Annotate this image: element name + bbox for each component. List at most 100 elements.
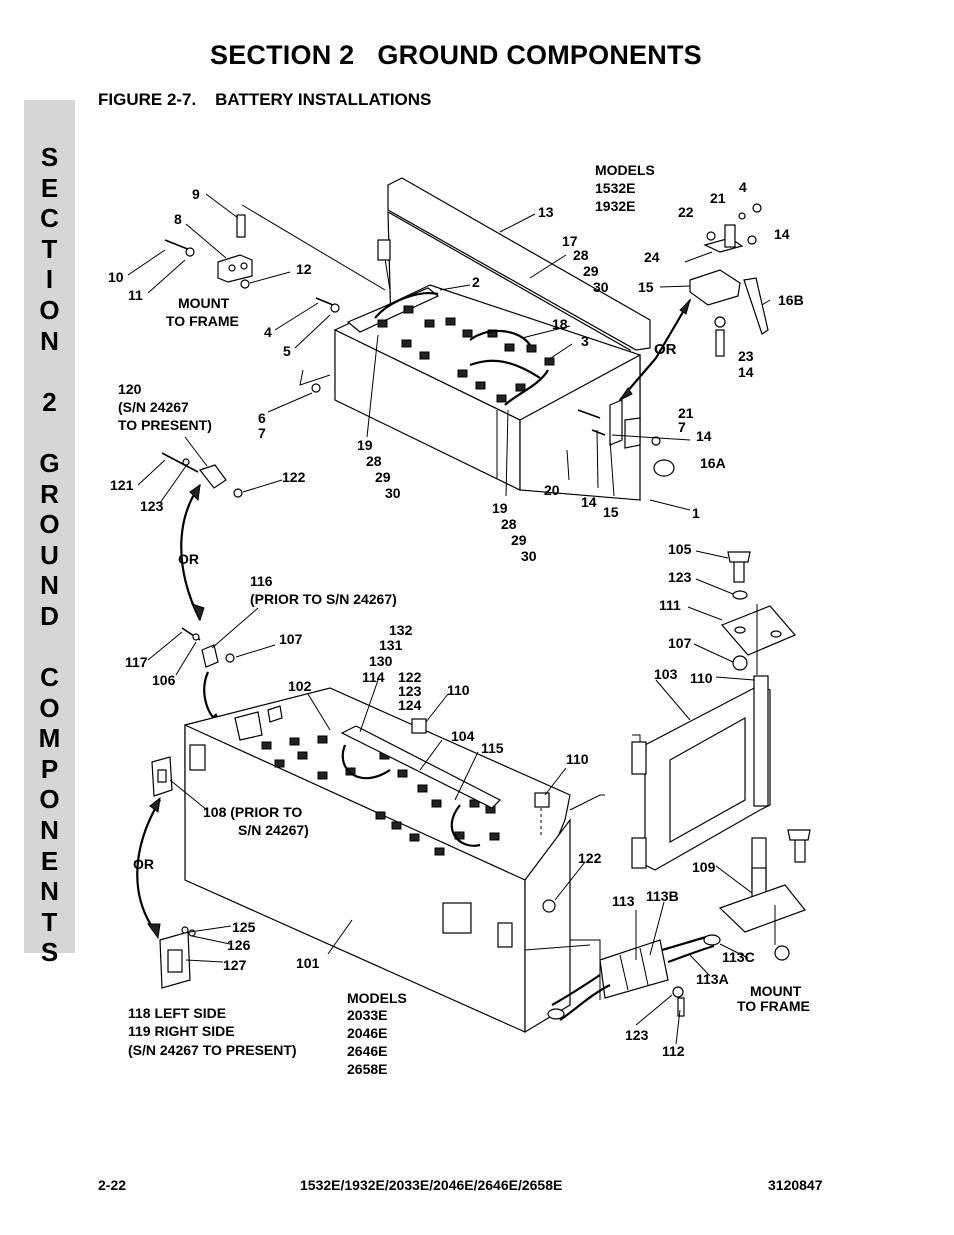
label-113b: 113B — [646, 888, 679, 904]
label-1: 1 — [692, 505, 700, 521]
label-15a: 15 — [638, 279, 654, 295]
label-106: 106 — [152, 672, 176, 688]
label-114: 114 — [362, 669, 385, 685]
label-105: 105 — [668, 541, 692, 557]
label-7b: 7 — [678, 419, 686, 435]
label-14d: 14 — [581, 494, 597, 510]
label-28c: 28 — [501, 516, 517, 532]
label-123b: 123 — [668, 569, 692, 585]
label-118-sn: (S/N 24267 TO PRESENT) — [128, 1042, 297, 1058]
label-7a: 7 — [258, 425, 266, 441]
label-models-a-3: 1932E — [595, 198, 635, 214]
label-14a: 14 — [774, 226, 790, 242]
label-130: 130 — [369, 653, 393, 669]
label-models-b-5: 2658E — [347, 1061, 387, 1077]
label-21b: 21 — [678, 405, 694, 421]
label-116-prior: (PRIOR TO S/N 24267) — [250, 591, 397, 607]
label-121: 121 — [110, 477, 134, 493]
label-101: 101 — [296, 955, 320, 971]
label-24: 24 — [644, 249, 660, 265]
label-29b: 29 — [375, 469, 391, 485]
callout-labels: 9 8 10 11 12 MOUNT TO FRAME 4 5 13 2 MOD… — [108, 162, 810, 1077]
label-16b: 16B — [778, 292, 804, 308]
lower-battery-box — [136, 550, 811, 1045]
label-4a: 4 — [264, 324, 272, 340]
label-14c: 14 — [696, 428, 712, 444]
label-29c: 29 — [511, 532, 527, 548]
label-107a: 107 — [668, 635, 692, 651]
label-mount-to-frame-2: TO FRAME — [166, 313, 239, 329]
label-3: 3 — [581, 333, 589, 349]
label-mount-to-frame-1: MOUNT — [178, 295, 230, 311]
label-117: 117 — [125, 654, 148, 670]
label-28b: 28 — [366, 453, 382, 469]
label-20: 20 — [544, 482, 560, 498]
label-mount-to-frame-b-1: MOUNT — [750, 983, 802, 999]
label-or-b: OR — [178, 551, 199, 567]
label-10: 10 — [108, 269, 124, 285]
section-side-tab: S E C T I O N 2 G R O U N D C O M P O N … — [24, 100, 75, 967]
side-tab-text: S E C T I O N 2 G R O U N D C O M P O N … — [38, 142, 61, 968]
label-112: 112 — [662, 1043, 685, 1059]
label-mount-to-frame-b-2: TO FRAME — [737, 998, 810, 1014]
label-104: 104 — [451, 728, 475, 744]
figure-title: FIGURE 2-7. BATTERY INSTALLATIONS — [98, 90, 432, 109]
label-30a: 30 — [593, 279, 609, 295]
label-or-a: OR — [654, 341, 677, 358]
label-models-b-3: 2046E — [347, 1025, 387, 1041]
label-5: 5 — [283, 343, 291, 359]
label-models-b-2: 2033E — [347, 1007, 387, 1023]
footer-page-number: 2-22 — [98, 1177, 127, 1193]
label-11: 11 — [128, 287, 143, 303]
label-19a: 19 — [357, 437, 373, 453]
upper-battery-box — [127, 177, 771, 511]
label-124: 124 — [398, 697, 422, 713]
label-models-a-2: 1532E — [595, 180, 635, 196]
label-125: 125 — [232, 919, 256, 935]
label-110a: 110 — [447, 682, 470, 698]
label-models-b-1: MODELS — [347, 990, 407, 1006]
label-122b: 122 — [398, 669, 422, 685]
label-107b: 107 — [279, 631, 303, 647]
label-13: 13 — [538, 204, 554, 220]
label-113c: 113C — [722, 949, 755, 965]
label-models-a-1: MODELS — [595, 162, 655, 178]
label-108-1: 108 (PRIOR TO — [203, 804, 302, 820]
footer-models: 1532E/1932E/2033E/2046E/2646E/2658E — [300, 1177, 563, 1193]
label-22: 22 — [678, 204, 694, 220]
label-9: 9 — [192, 186, 200, 202]
label-122c: 122 — [578, 850, 602, 866]
battery-posts — [377, 305, 555, 403]
label-29a: 29 — [583, 263, 599, 279]
label-115: 115 — [481, 740, 504, 756]
label-19b: 19 — [492, 500, 508, 516]
label-123a: 123 — [140, 498, 164, 514]
label-110b: 110 — [690, 670, 713, 686]
label-30b: 30 — [385, 485, 401, 501]
label-116: 116 — [250, 573, 273, 589]
label-113a: 113A — [696, 971, 729, 987]
lower-battery-posts — [261, 735, 500, 856]
label-113: 113 — [612, 893, 635, 909]
label-14b: 14 — [738, 364, 754, 380]
label-108-2: S/N 24267) — [238, 822, 309, 838]
label-15b: 15 — [603, 504, 619, 520]
label-132: 132 — [389, 622, 413, 638]
label-120-present: TO PRESENT) — [118, 417, 212, 433]
label-131: 131 — [379, 637, 403, 653]
label-2: 2 — [472, 274, 480, 290]
label-6: 6 — [258, 410, 266, 426]
label-17: 17 — [562, 233, 578, 249]
label-110c: 110 — [566, 751, 589, 767]
label-120: 120 — [118, 381, 142, 397]
label-127: 127 — [223, 957, 247, 973]
label-16a: 16A — [700, 455, 726, 471]
label-119: 119 RIGHT SIDE — [128, 1023, 235, 1039]
label-models-b-4: 2646E — [347, 1043, 387, 1059]
label-118: 118 LEFT SIDE — [128, 1005, 226, 1021]
label-or-c: OR — [133, 856, 154, 872]
footer-document-number: 3120847 — [768, 1177, 823, 1193]
label-103: 103 — [654, 666, 678, 682]
label-102: 102 — [288, 678, 312, 694]
